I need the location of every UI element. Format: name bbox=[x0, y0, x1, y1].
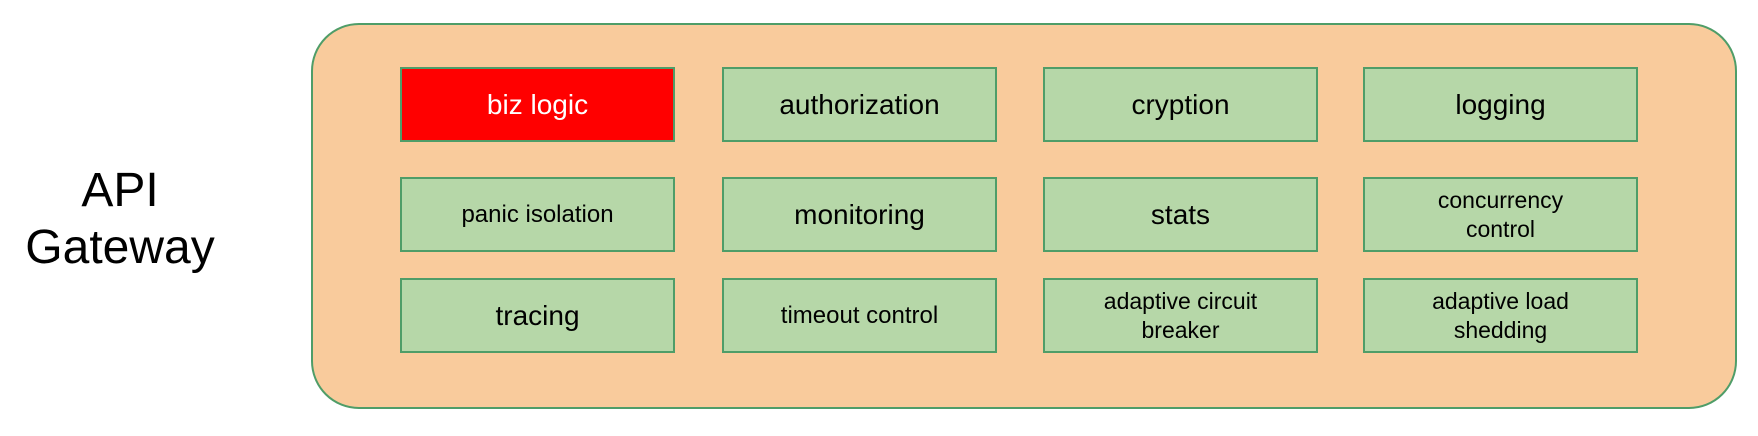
module-box-concurrency-control: concurrency control bbox=[1363, 177, 1638, 252]
module-label: biz logic bbox=[486, 88, 589, 120]
module-label: stats bbox=[1150, 198, 1211, 230]
module-box-logging: logging bbox=[1363, 67, 1638, 142]
module-box-adaptive-circuit-breaker: adaptive circuit breaker bbox=[1043, 278, 1318, 353]
module-label: authorization bbox=[779, 88, 940, 120]
module-label: adaptive circuit breaker bbox=[1103, 287, 1258, 343]
module-label: concurrency control bbox=[1437, 186, 1564, 242]
module-label: timeout control bbox=[780, 301, 939, 329]
module-label: cryption bbox=[1131, 88, 1230, 120]
diagram-title: API Gateway bbox=[25, 164, 215, 274]
module-label: monitoring bbox=[794, 198, 925, 230]
module-label: logging bbox=[1455, 88, 1546, 120]
module-label: adaptive load shedding bbox=[1432, 287, 1569, 343]
module-box-panic-isolation: panic isolation bbox=[400, 177, 675, 252]
module-box-cryption: cryption bbox=[1043, 67, 1318, 142]
module-box-stats: stats bbox=[1043, 177, 1318, 252]
module-box-authorization: authorization bbox=[722, 67, 997, 142]
module-box-monitoring: monitoring bbox=[722, 177, 997, 252]
module-box-timeout-control: timeout control bbox=[722, 278, 997, 353]
module-box-tracing: tracing bbox=[400, 278, 675, 353]
module-box-biz-logic: biz logic bbox=[400, 67, 675, 142]
module-box-adaptive-load-shedding: adaptive load shedding bbox=[1363, 278, 1638, 353]
module-label: panic isolation bbox=[461, 200, 614, 228]
api-gateway-container: biz logic authorization cryption logging… bbox=[311, 23, 1737, 409]
module-label: tracing bbox=[495, 299, 580, 331]
